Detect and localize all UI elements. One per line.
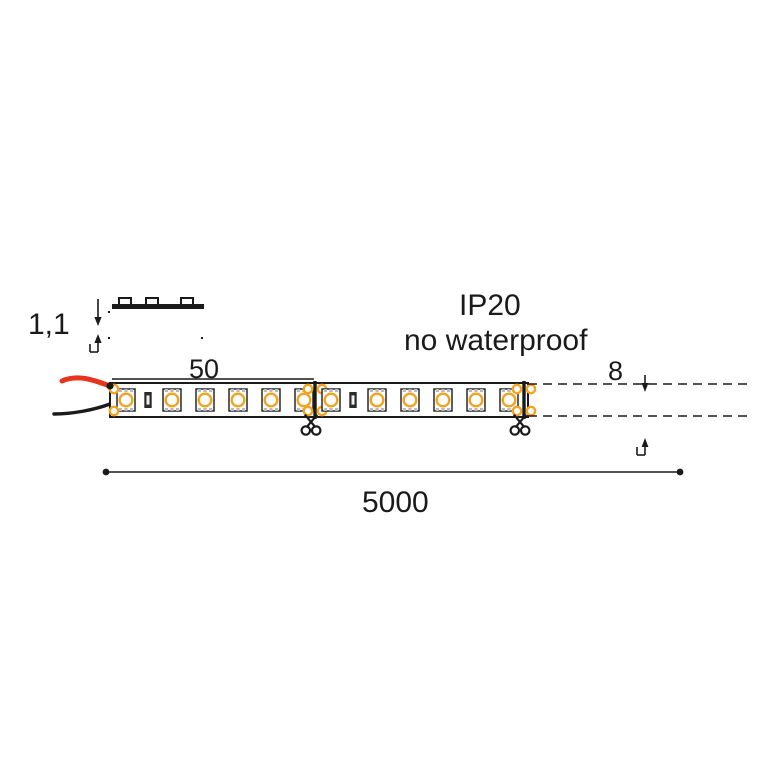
lead-wires [52,375,113,416]
led-component [432,387,454,413]
resistor-component [349,392,357,408]
led-component [399,387,421,413]
thickness-label: 1,1 [28,308,70,341]
thickness-dimension [89,299,203,353]
width-label: 8 [608,356,624,386]
led-component [115,387,137,413]
ip-description-label: no waterproof [404,324,588,357]
led-component [161,387,183,413]
arrow-up-icon [94,334,102,343]
led-component [465,387,487,413]
pitch-label: 50 [189,354,220,384]
ip-rating-label: IP20 [459,289,521,322]
length-dimension [102,468,684,476]
arrow-down-icon [94,317,102,326]
resistor-component [144,392,152,408]
strip-left-terminals [106,382,120,417]
led-component [260,387,282,413]
length-label: 5000 [362,486,429,519]
arrow-up-icon [641,438,649,447]
cut-mark-2 [509,381,537,436]
wire-positive-red [59,375,113,389]
wire-negative-black [52,402,112,416]
cut-mark-1 [300,381,328,436]
cross-section-profile [112,297,204,309]
led-component [227,387,249,413]
arrow-down-icon [641,383,649,392]
led-component [320,387,342,413]
led-component [194,387,216,413]
led-component [366,387,388,413]
width-dimension [528,375,752,456]
